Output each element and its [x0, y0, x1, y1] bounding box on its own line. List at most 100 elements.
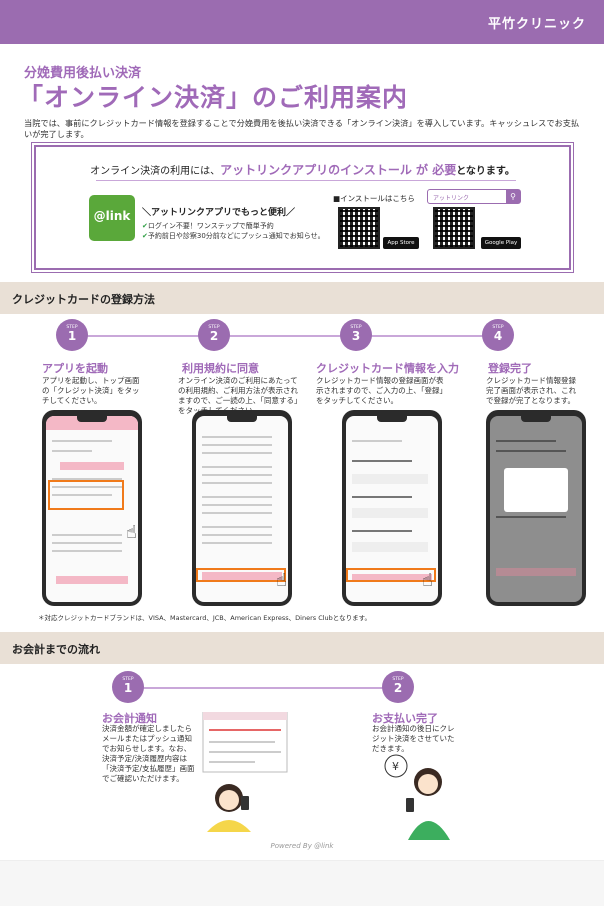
- page-subtitle: 分娩費用後払い決済: [24, 66, 142, 81]
- screen-line: [202, 542, 272, 544]
- phone-notch: [521, 416, 551, 422]
- qr-code-ios: [338, 207, 380, 249]
- install-heading: オンライン決済の利用には、アットリンクアプリのインストール が 必要となります。: [36, 161, 569, 178]
- step-num: 3: [351, 329, 361, 343]
- phone-notch: [377, 416, 407, 422]
- phone-screen: [196, 416, 288, 602]
- step-desc-4: クレジットカード情報登録完了画面が表示され、これで登録が完了となります。: [486, 376, 577, 405]
- google-play-badge[interactable]: Google Play: [481, 237, 521, 249]
- phone-screen: [346, 416, 438, 602]
- footer: [0, 860, 604, 906]
- step-word: STEP: [350, 325, 362, 330]
- screen-line: [202, 496, 272, 498]
- step-num: 1: [123, 681, 133, 695]
- yen-symbol: ¥: [392, 760, 399, 773]
- step-num: 4: [493, 329, 503, 343]
- screen-line: [202, 526, 272, 528]
- phone-screen: [490, 416, 582, 602]
- screen-line: [52, 494, 112, 496]
- section-header-registration: クレジットカードの登録方法: [0, 282, 604, 314]
- promo-2-text: 予約前日や診察30分前などにプッシュ通知でお知らせ。: [147, 232, 325, 240]
- phone-icon: [406, 798, 414, 812]
- screen-line: [202, 444, 272, 446]
- screen-button: [60, 462, 124, 470]
- screen-line: [202, 534, 272, 536]
- screen-line: [52, 450, 92, 452]
- step-desc-3: クレジットカード情報の登録画面が表示されますので、ご入力の上、「登録」をタッチし…: [316, 376, 447, 405]
- screen-header: [46, 416, 138, 430]
- screen-line: [202, 482, 272, 484]
- step-title-1: アプリを起動: [42, 362, 108, 375]
- step-num: 1: [67, 329, 77, 343]
- section-title-registration: クレジットカードの登録方法: [12, 293, 155, 306]
- step-title-2: 利用規約に同意: [182, 362, 259, 375]
- screen-line: [52, 478, 122, 480]
- screen-button: [352, 574, 432, 582]
- install-pre: オンライン決済の利用には、: [90, 166, 221, 177]
- woman-notification-illustration: [202, 712, 288, 832]
- hand-tap-icon: ☝: [422, 570, 433, 591]
- step-title-4: 登録完了: [488, 362, 532, 375]
- woman-face: [219, 790, 239, 810]
- screen-line: [52, 550, 122, 552]
- divider: [96, 180, 516, 181]
- install-highlight: アットリンクアプリのインストール が 必要: [220, 163, 457, 177]
- step-word: STEP: [392, 677, 404, 682]
- logo-text: @link: [93, 209, 131, 223]
- screen-line: [202, 436, 272, 438]
- screen-line: [496, 450, 566, 452]
- search-icon[interactable]: ⚲: [506, 190, 520, 203]
- header-bar: 平竹クリニック: [0, 0, 604, 44]
- highlight-register-button: [346, 568, 436, 582]
- screen-line: [352, 530, 412, 532]
- woman-payment-illustration: ¥: [384, 754, 450, 840]
- phone-screenshot-4: [486, 410, 586, 606]
- step-num: 2: [393, 681, 403, 695]
- step-word: STEP: [66, 325, 78, 330]
- install-post: となります。: [456, 166, 515, 177]
- section-title-flow: お会計までの流れ: [12, 643, 100, 656]
- phone-notch: [77, 416, 107, 422]
- screen-line: [202, 474, 272, 476]
- screen-field: [352, 474, 428, 484]
- completion-dialog: [504, 468, 568, 512]
- qr-label: ■インストールはこちら: [333, 194, 415, 203]
- screen-line: [202, 504, 272, 506]
- woman-face: [418, 774, 438, 794]
- notice-card-header: [203, 712, 287, 720]
- step-word: STEP: [208, 325, 220, 330]
- app-store-badge[interactable]: App Store: [383, 237, 419, 249]
- flow-title-1: お会計通知: [102, 712, 157, 725]
- promo-1-text: ログイン不要！ワンステップで簡単予約: [147, 222, 274, 230]
- step-desc-1: アプリを起動し、トップ画面の「クレジット決済」をタッチしてください。: [42, 376, 140, 405]
- search-box[interactable]: アットリンク ⚲: [427, 189, 521, 204]
- screen-line: [52, 534, 122, 536]
- yen-coin-icon: [384, 754, 408, 778]
- promo-title: ＼アットリンクアプリでもっと便利／: [142, 208, 296, 218]
- step-num: 2: [209, 329, 219, 343]
- screen-button: [56, 576, 128, 584]
- card-brand-note: ＊対応クレジットカードブランドは、VISA、Mastercard、JCB、Ame…: [38, 614, 371, 622]
- phone-notch: [227, 416, 257, 422]
- screen-line: [202, 512, 272, 514]
- phone-screenshot-2: ☝: [192, 410, 292, 606]
- screen-line: [52, 486, 122, 488]
- step-word: STEP: [492, 325, 504, 330]
- screen-field: [352, 508, 428, 518]
- check-icon: ✔: [142, 222, 148, 230]
- flow-desc-2: お会計通知の後日にクレジット決済をさせていただきます。: [372, 724, 455, 753]
- screen-line: [202, 452, 272, 454]
- flow-title-2: お支払い完了: [372, 712, 438, 725]
- intro-text: 当院では、事前にクレジットカード情報を登録することで分娩費用を後払い決済できる「…: [24, 118, 580, 139]
- screen-line: [496, 440, 556, 442]
- search-text: アットリンク: [433, 195, 470, 202]
- step-word: STEP: [122, 677, 134, 682]
- screen-line: [352, 460, 412, 462]
- highlight-credit-button: [48, 480, 124, 510]
- screen-line: [52, 440, 112, 442]
- screen-button: [202, 572, 282, 580]
- flow-connector: [130, 687, 400, 689]
